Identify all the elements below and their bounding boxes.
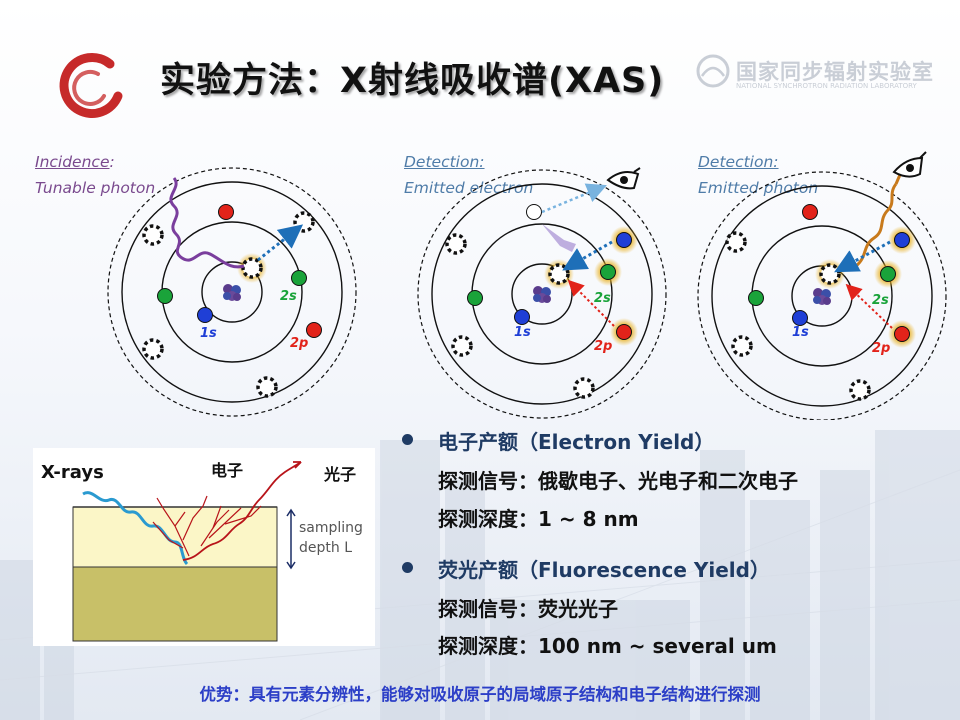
xrays-label: X-rays xyxy=(41,462,104,483)
detection-photon-label: Detection: Emitted photon xyxy=(698,153,818,205)
method-electron-yield-title: 电子产额（Electron Yield） xyxy=(438,430,715,454)
sampling-label: sampling xyxy=(299,520,363,536)
orbital-2p-label-3: 2p xyxy=(872,341,890,356)
advantage-note: 优势：具有元素分辨性，能够对吸收原子的局域原子结构和电子结构进行探测 xyxy=(199,685,761,704)
atom-incidence: 2s 1s 2p xyxy=(107,167,357,417)
atom-fluorescence-yield: 2s 1s 2p xyxy=(697,169,947,420)
depth-label: depth L xyxy=(299,540,352,556)
method-fluorescence-yield-depth: 探测深度：100 nm ~ several um xyxy=(438,634,777,658)
orbital-2s-label-3: 2s xyxy=(872,293,889,308)
detection-electron-title: Detection: xyxy=(404,153,485,171)
orbital-2p-label-2: 2p xyxy=(594,339,612,354)
orbital-1s-label-3: 1s xyxy=(792,325,809,340)
orbital-1s-label-2: 1s xyxy=(514,325,531,340)
orbital-1s-label: 1s xyxy=(200,326,217,341)
org-name-cn: 国家同步辐射实验室 xyxy=(736,60,934,84)
page-title: 实验方法：X射线吸收谱(XAS) xyxy=(160,61,665,101)
electron-yield-diagram: X-rays 电子 光子 sampling depth L xyxy=(33,448,375,646)
orbital-2p-label: 2p xyxy=(290,336,308,351)
lab-logo-icon xyxy=(59,53,123,118)
incidence-colon: : xyxy=(109,153,115,171)
orbital-2s-label-2: 2s xyxy=(594,291,611,306)
bullet-dot-1 xyxy=(402,434,413,445)
method-fluorescence-yield-signal: 探测信号：荧光光子 xyxy=(438,597,618,621)
atom-diagrams: 2s 1s 2p 2s xyxy=(107,151,947,420)
eye-icon-2 xyxy=(892,151,927,178)
orbital-2s-label: 2s xyxy=(280,289,297,304)
bullet-dot-2 xyxy=(402,562,413,573)
incidence-title: Incidence xyxy=(35,153,110,171)
method-fluorescence-yield-title: 荧光产额（Fluorescence Yield） xyxy=(438,558,770,582)
atom-electron-yield: 2s 1s 2p xyxy=(417,169,667,419)
org-logo-icon xyxy=(696,54,730,88)
incidence-sub: Tunable photon xyxy=(35,179,156,197)
photon-label: 光子 xyxy=(323,465,356,484)
electron-label: 电子 xyxy=(211,461,243,480)
org-name-en: NATIONAL SYNCHROTRON RADIATION LABORATOR… xyxy=(736,82,917,90)
detection-photon-sub: Emitted photon xyxy=(698,179,819,197)
method-electron-yield-depth: 探测深度：1 ~ 8 nm xyxy=(438,507,639,531)
sampling-depth-figure: X-rays 电子 光子 sampling depth L xyxy=(41,461,363,642)
incidence-label: Incidence: Tunable photon xyxy=(35,153,155,205)
method-electron-yield-signal: 探测信号：俄歇电子、光电子和二次电子 xyxy=(438,469,798,493)
detection-photon-title: Detection: xyxy=(698,153,779,171)
eye-icon xyxy=(606,167,641,190)
